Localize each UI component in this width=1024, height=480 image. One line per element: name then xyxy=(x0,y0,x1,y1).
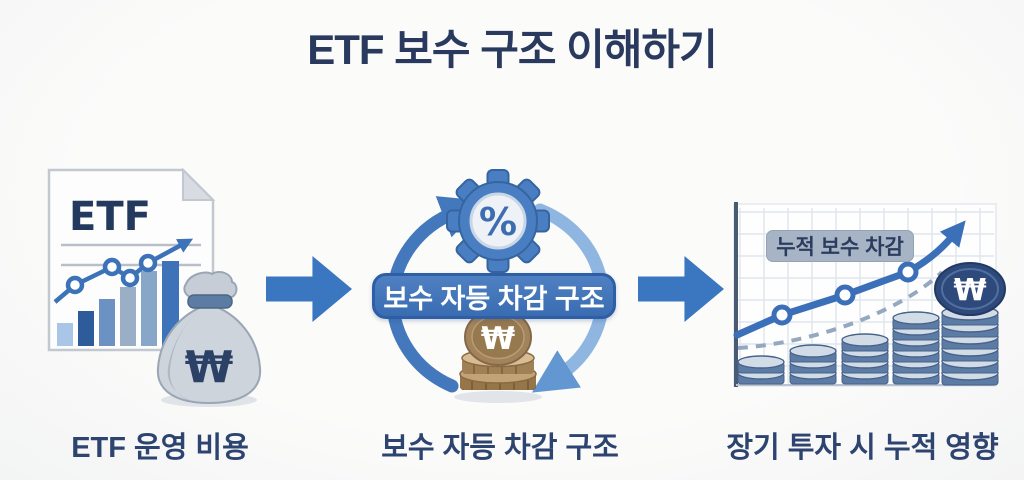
etf-document-chart-icon: ETF xyxy=(47,168,216,352)
navy-won-coin: ₩ xyxy=(934,262,1006,316)
document-etf-label: ETF xyxy=(69,194,151,240)
caption-auto-fee-deduction: 보수 자등 차감 구조 xyxy=(381,432,619,464)
gear-percent-icon: % xyxy=(446,169,550,273)
coin-stack-4 xyxy=(892,311,940,385)
standing-won-coin: ₩ xyxy=(464,308,532,366)
money-bag-icon: ₩ xyxy=(156,271,262,407)
page-title: ETF 보수 구조 이해하기 xyxy=(307,26,717,73)
growth-chart-icon: ₩ xyxy=(733,202,1006,387)
coin-stack-1 xyxy=(737,355,785,385)
document-trend-line xyxy=(53,238,194,304)
coin-won-symbol: ₩ xyxy=(481,321,515,357)
flow-arrow-icon xyxy=(266,256,352,322)
money-bag-band xyxy=(187,294,233,309)
auto-deduction-pill: 보수 자등 차감 구조 xyxy=(372,273,616,319)
brown-coin-stack-icon: ₩ xyxy=(454,308,542,403)
flow-arrow-icon xyxy=(638,256,724,322)
chart-dashed-line xyxy=(737,270,944,350)
money-bag-knot xyxy=(183,271,238,298)
coin-stacks xyxy=(737,305,999,386)
chart-growth-line xyxy=(733,220,966,339)
caption-etf-operating-cost: ETF 운영 비용 xyxy=(71,432,249,464)
coin-stack-2 xyxy=(789,344,837,385)
caption-long-term-impact: 장기 투자 시 누적 영향 xyxy=(726,432,999,464)
coin-stack-3 xyxy=(841,333,889,385)
money-bag-won-symbol: ₩ xyxy=(185,342,234,393)
coin-stack-5 xyxy=(941,305,999,386)
document-folded-corner xyxy=(182,168,216,201)
gear-center xyxy=(469,192,527,250)
cumulative-fee-badge: 누적 보수 차감 xyxy=(766,230,914,262)
document-bar-chart xyxy=(57,261,179,346)
coin-shadow xyxy=(454,391,542,403)
gear-percent-symbol: % xyxy=(479,200,517,244)
navy-coin-won-symbol: ₩ xyxy=(953,273,986,308)
